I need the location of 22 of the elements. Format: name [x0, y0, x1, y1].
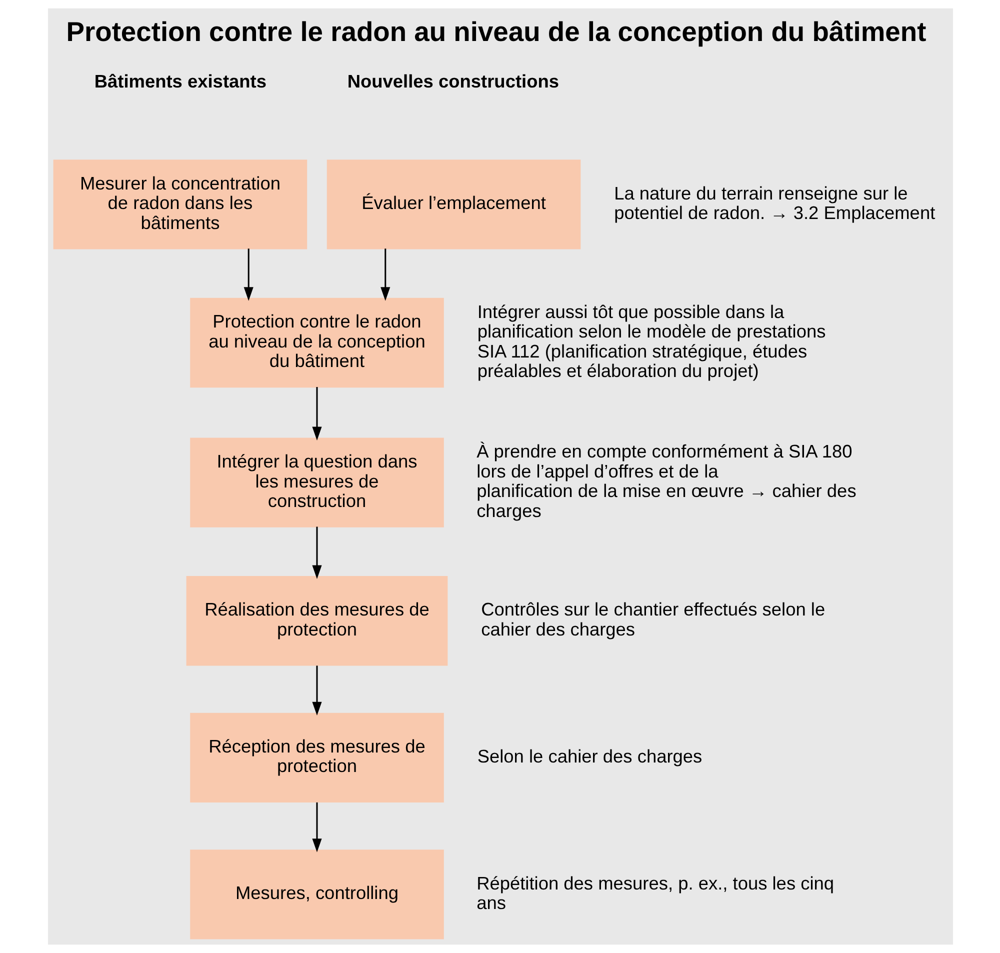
- arrow: [380, 248, 390, 301]
- node-box: Mesurer la concentration de radon dans les bâtiments: [52, 160, 307, 250]
- node-box: Mesures, controlling: [190, 850, 444, 940]
- label: Bâtiments existants: [94, 70, 266, 92]
- node-box: Protection contre le radon au niveau de la conception du bâtiment: [190, 298, 444, 388]
- node-label: À prendre en compte conformément à SIA 180 lors de l’appel d’offres et de la planification de la mise en œuvre → cahier des charges: [476, 440, 856, 521]
- node-box: Évaluer l’emplacement: [326, 160, 580, 250]
- node-label: Contrôles sur le chantier effectués selon le cahier des charges: [480, 598, 825, 640]
- arrow: [312, 666, 322, 716]
- arrow: [312, 526, 322, 579]
- node-box: Réception des mesures de protection: [190, 712, 444, 802]
- node-label: Selon le cahier des charges: [476, 745, 702, 766]
- node-box: Intégrer la question dans les mesures de construction: [190, 438, 444, 528]
- node-box: Réalisation des mesures de protection: [186, 576, 448, 666]
- diagram-title: Protection contre le radon au niveau de la conception du bâtiment: [66, 16, 926, 47]
- node-label: Répétition des mesures, p. ex., tous les cinq ans: [476, 872, 834, 914]
- arrow: [243, 248, 253, 301]
- node-label: Intégrer aussi tôt que possible dans la planification selon le modèle de prestations SIA 112 (planification stratégique, études préalables et élaboration du projet): [476, 300, 826, 382]
- node-label: La nature du terrain renseigne sur le potentiel de radon. → 3.2 Emplacement: [614, 182, 935, 224]
- arrow: [312, 802, 322, 852]
- label: Nouvelles constructions: [346, 70, 558, 92]
- arrow: [312, 387, 322, 440]
